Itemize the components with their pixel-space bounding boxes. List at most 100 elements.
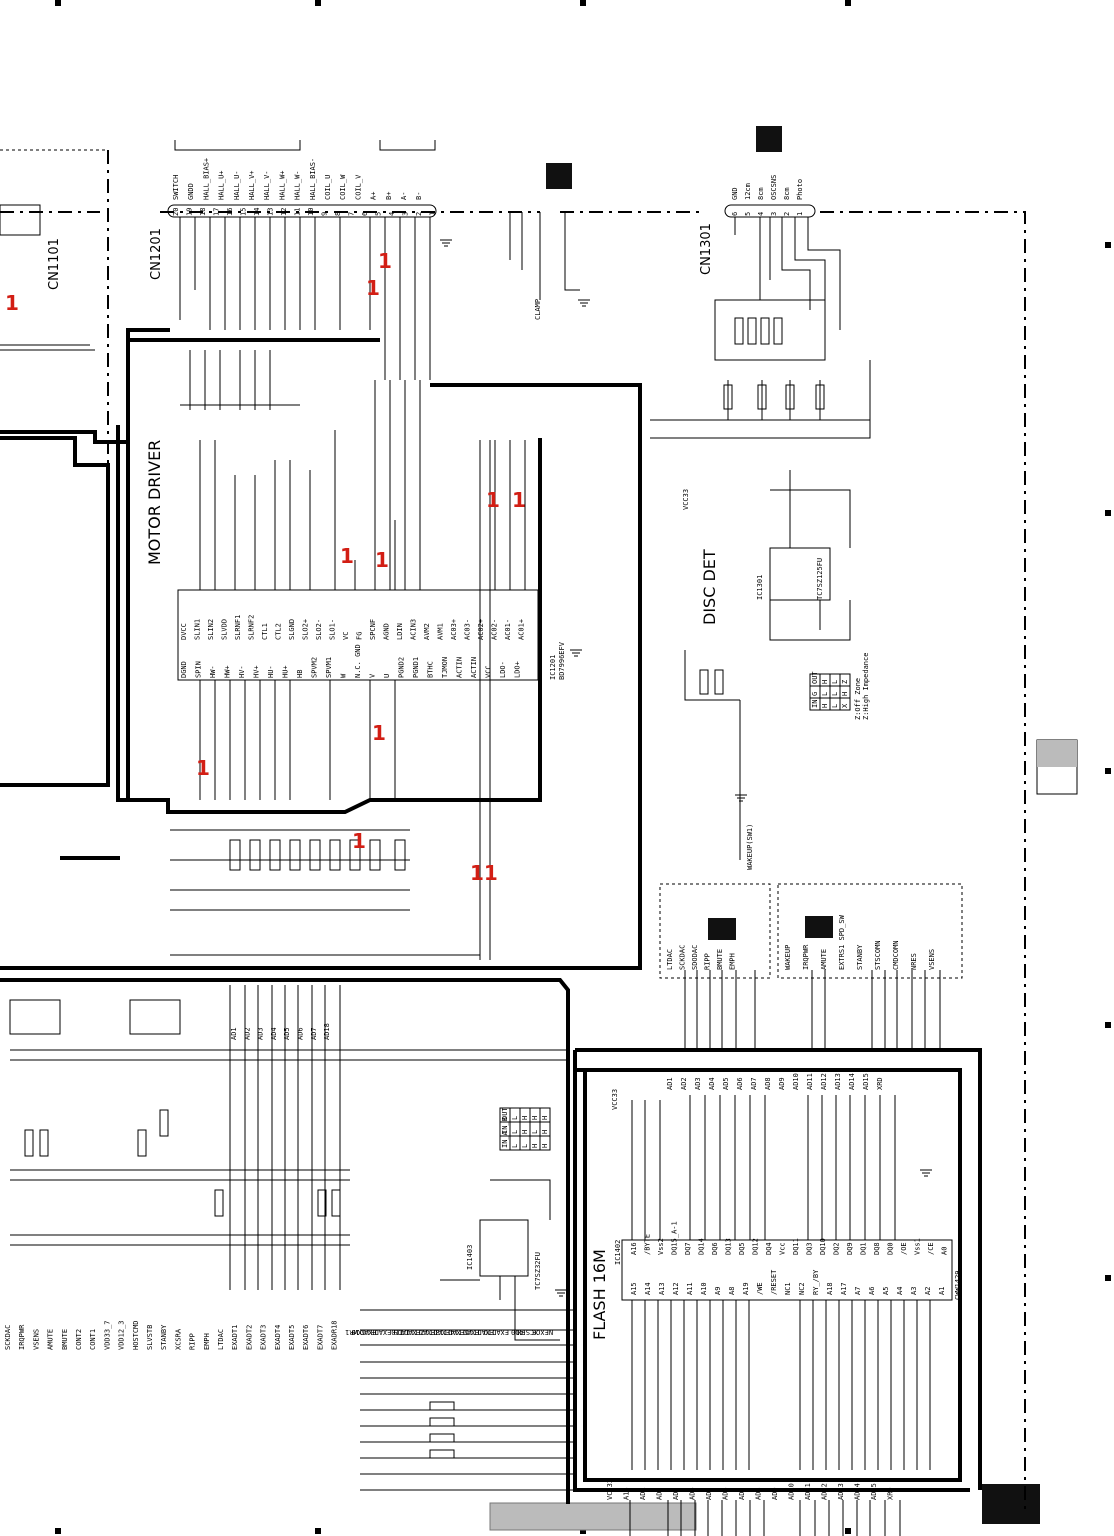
bus-label: EXADT13 xyxy=(435,1328,465,1336)
cn1301-pin-label: 8cm xyxy=(783,187,791,200)
cn1201-pin-number: 20 xyxy=(172,208,180,216)
ad-bus-label: AD4 xyxy=(689,1487,697,1500)
ic1201-pin-label: HU+ xyxy=(282,665,290,678)
ic1201-pin-label: CTL1 xyxy=(261,623,269,640)
flash-pin-label: NC1 xyxy=(784,1282,792,1295)
flash-pin-label: A18 xyxy=(826,1282,834,1295)
table-cell-text: H xyxy=(841,692,849,696)
flash-pin-label: A4 xyxy=(896,1287,904,1295)
ic1201-part: BD7996EFV xyxy=(558,641,566,680)
cn1301-label: CN1301 xyxy=(699,223,714,275)
table-cell-text: L xyxy=(521,1144,529,1148)
ad-bus-label: XRD xyxy=(876,1077,884,1090)
ic1201-pin-label: BTHC xyxy=(427,661,435,678)
cn1201-pin-number: 16 xyxy=(226,208,234,216)
signal-label: EXADR18 xyxy=(331,1320,339,1350)
cn1201-pin-label: HALL_V+ xyxy=(248,170,256,200)
flash-pin-label: Vss1 xyxy=(914,1238,922,1255)
table-cell-text: IN_A xyxy=(501,1130,509,1148)
cn1201-label: CN1201 xyxy=(149,228,164,280)
ad-bus-label: AD8 xyxy=(755,1487,763,1500)
cn1201-pin-label: HALL_W- xyxy=(294,170,302,200)
signal-label: BMUTE xyxy=(716,949,724,970)
ic1201-ref: IC1201 xyxy=(549,655,557,680)
flash-pin-label: A11 xyxy=(686,1282,694,1295)
flash-pin-label: A19 xyxy=(742,1282,750,1295)
cn1201-pin-label: GNDD xyxy=(187,183,195,200)
ic1201-pin-label: AC03+ xyxy=(450,619,458,640)
ad-bus-label: AD6 xyxy=(297,1027,305,1040)
ad-bus-label: AD10 xyxy=(792,1073,800,1090)
cn1101-label: CN1101 xyxy=(47,238,62,290)
flash-pin-label: /WE xyxy=(756,1282,764,1295)
ad-bus-label: AD3 xyxy=(257,1027,265,1040)
flash-pin-label: /OE xyxy=(900,1242,908,1255)
signal-label: BMUTE xyxy=(61,1329,69,1350)
table-cell-text: H xyxy=(531,1116,539,1120)
cn1201-pin-number: 13 xyxy=(267,208,275,216)
ground-symbols xyxy=(440,239,932,1297)
signal-label: CONT1 xyxy=(89,1329,97,1350)
red-mark: 11 xyxy=(470,861,498,885)
ic1201-pin-label: DVCC xyxy=(180,623,188,640)
bus-label: XWR1 xyxy=(345,1328,362,1336)
bus-label: EXADT12 xyxy=(421,1328,451,1336)
ad-bus-label: AD15 xyxy=(862,1073,870,1090)
ic1201-pin-label: HB xyxy=(296,670,304,678)
ic1201-pin-label: SPVM2 xyxy=(311,657,319,678)
motor-driver-title: MOTOR DRIVER xyxy=(145,440,164,565)
signal-label: XCSRA xyxy=(174,1328,182,1350)
cn1201-pin-label: B+ xyxy=(385,192,393,200)
ad-bus-label: AD4 xyxy=(708,1077,716,1090)
ic1201-pin-label: HV+ xyxy=(253,665,261,678)
signal-label: LTDAC xyxy=(666,949,674,970)
red-mark: 1 xyxy=(352,829,366,853)
ad-bus-label: AD9 xyxy=(771,1487,779,1500)
registration-marks xyxy=(55,0,1111,1534)
cn1301-pin-number: 1 xyxy=(796,212,804,216)
ic1201-pin-label: SLIN2 xyxy=(207,619,215,640)
cn1301-pin-number: 6 xyxy=(731,212,739,216)
flash-pin-label: A6 xyxy=(868,1287,876,1295)
ic1201-pin-label: AC02- xyxy=(491,619,499,640)
cn1201-traces xyxy=(179,217,431,590)
ad-bus-label: A16 xyxy=(623,1487,631,1500)
ic1201-pin-label: LDO- xyxy=(499,661,507,678)
flash-pin-label: A17 xyxy=(840,1282,848,1295)
table-cell-text: IN_B xyxy=(501,1117,509,1134)
cn1201-pin-number: 9 xyxy=(321,212,329,216)
flash-pin-label: /RESET xyxy=(770,1269,778,1295)
signal-label: IRQPWR xyxy=(802,944,810,970)
cn1201-pin-label: COIL_V xyxy=(354,174,362,200)
signal-label: SCKDAC xyxy=(679,945,687,970)
table-cell-text: X xyxy=(841,703,849,708)
ic1201-pin-label: SLGND xyxy=(288,619,296,640)
table-cell-text: H xyxy=(541,1144,549,1148)
wakeup-label: WAKEUP(SW1) xyxy=(746,824,754,870)
table-cell-text: H xyxy=(521,1130,529,1134)
flash-pin-label: A15 xyxy=(630,1282,638,1295)
section-marker-d xyxy=(805,916,833,938)
cn1201-pin-number: 2 xyxy=(415,212,423,216)
ic1201-pin-label: SPIN xyxy=(195,661,203,678)
red-mark: 1 xyxy=(340,544,354,568)
clamp-label: CLAMP xyxy=(534,299,542,320)
signal-label: EXADT2 xyxy=(245,1325,253,1350)
flash-pin-label: DQ3 xyxy=(806,1242,814,1255)
ic1403-part: TC7SZ32FU xyxy=(534,1252,542,1290)
flash-pin-label: A9 xyxy=(714,1287,722,1295)
ad-bus-label: AD2 xyxy=(656,1487,664,1500)
signal-label: IRQPWR xyxy=(18,1324,26,1350)
flash-pin-label: DQ4 xyxy=(765,1242,773,1255)
ic1201-pin-label: HW+ xyxy=(224,665,232,678)
cn1201-pin-number: 12 xyxy=(280,208,288,216)
ad-bus-label: AD18 xyxy=(323,1023,331,1040)
section-marker-b xyxy=(756,126,782,152)
cn1201-pin-label: A- xyxy=(400,192,408,200)
flash-pin-label: A0 xyxy=(941,1247,949,1255)
ic1201-pin-label: FG xyxy=(356,632,364,640)
signal-label: NRES xyxy=(910,953,918,970)
ad-bus-label: AD13 xyxy=(834,1073,842,1090)
ic1201-pin-label: CTL2 xyxy=(275,623,283,640)
